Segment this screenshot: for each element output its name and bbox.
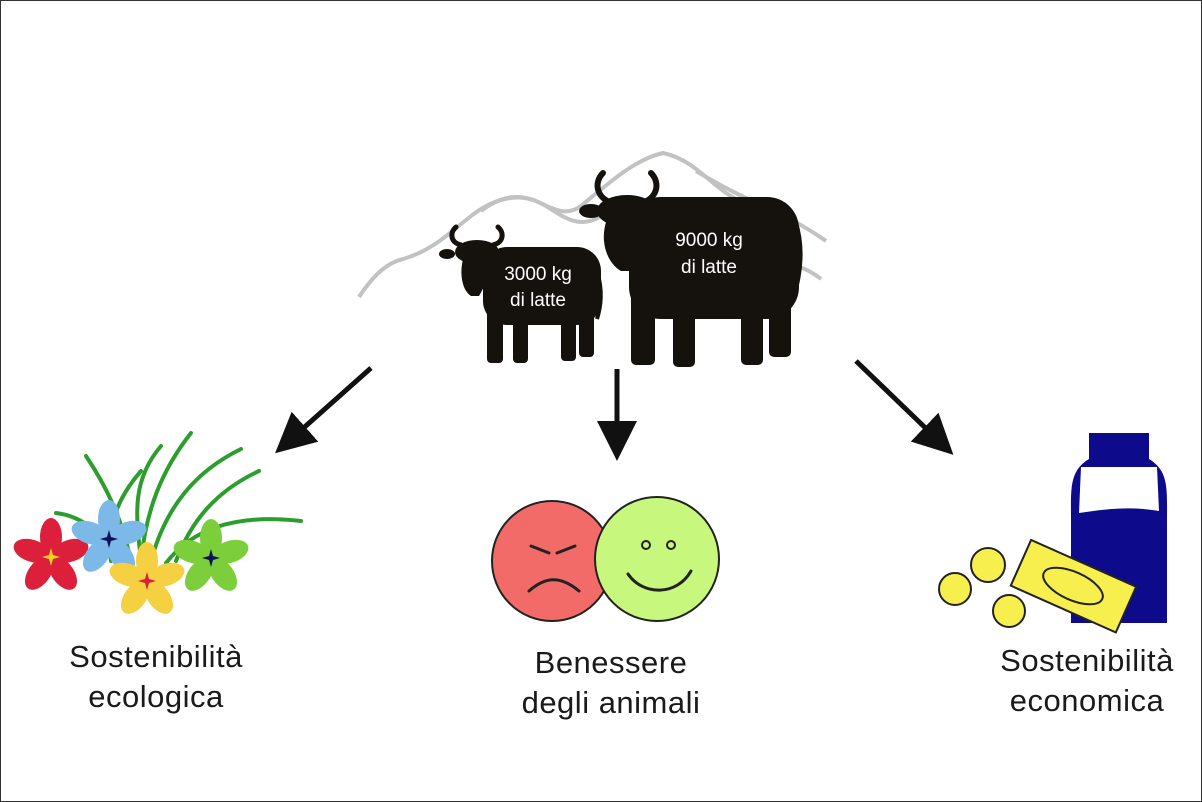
large-cow-label-line2: di latte [681, 257, 737, 278]
angry-face-icon [491, 500, 613, 622]
caption-ecological: Sostenibilità ecologica [21, 637, 291, 717]
arrow-right [854, 359, 954, 455]
butter-icon [1009, 538, 1138, 634]
caption-economic-line2: economica [1009, 683, 1165, 718]
flowers-grass-icon [10, 431, 303, 620]
arrow-left [275, 366, 373, 454]
small-cow-icon [439, 224, 603, 363]
caption-economic: Sostenibilità economica [953, 641, 1201, 721]
caption-welfare: Benessere degli animali [481, 643, 741, 723]
large-cow-icon [579, 170, 803, 367]
small-cow-label: 3000 kg di latte [504, 264, 572, 311]
caption-welfare-line2: degli animali [521, 685, 701, 720]
large-cow-label: 9000 kg di latte [675, 230, 743, 278]
small-cow-label-line2: di latte [510, 290, 566, 311]
coins-icon [938, 547, 1026, 628]
small-cow-label-line1: 3000 kg [504, 264, 572, 285]
caption-ecological-line1: Sostenibilità [69, 639, 243, 674]
caption-ecological-line2: ecologica [88, 679, 224, 714]
large-cow-label-line1: 9000 kg [675, 230, 743, 251]
happy-face-icon [594, 496, 720, 622]
caption-economic-line1: Sostenibilità [1000, 643, 1174, 678]
caption-welfare-line1: Benessere [534, 645, 688, 680]
